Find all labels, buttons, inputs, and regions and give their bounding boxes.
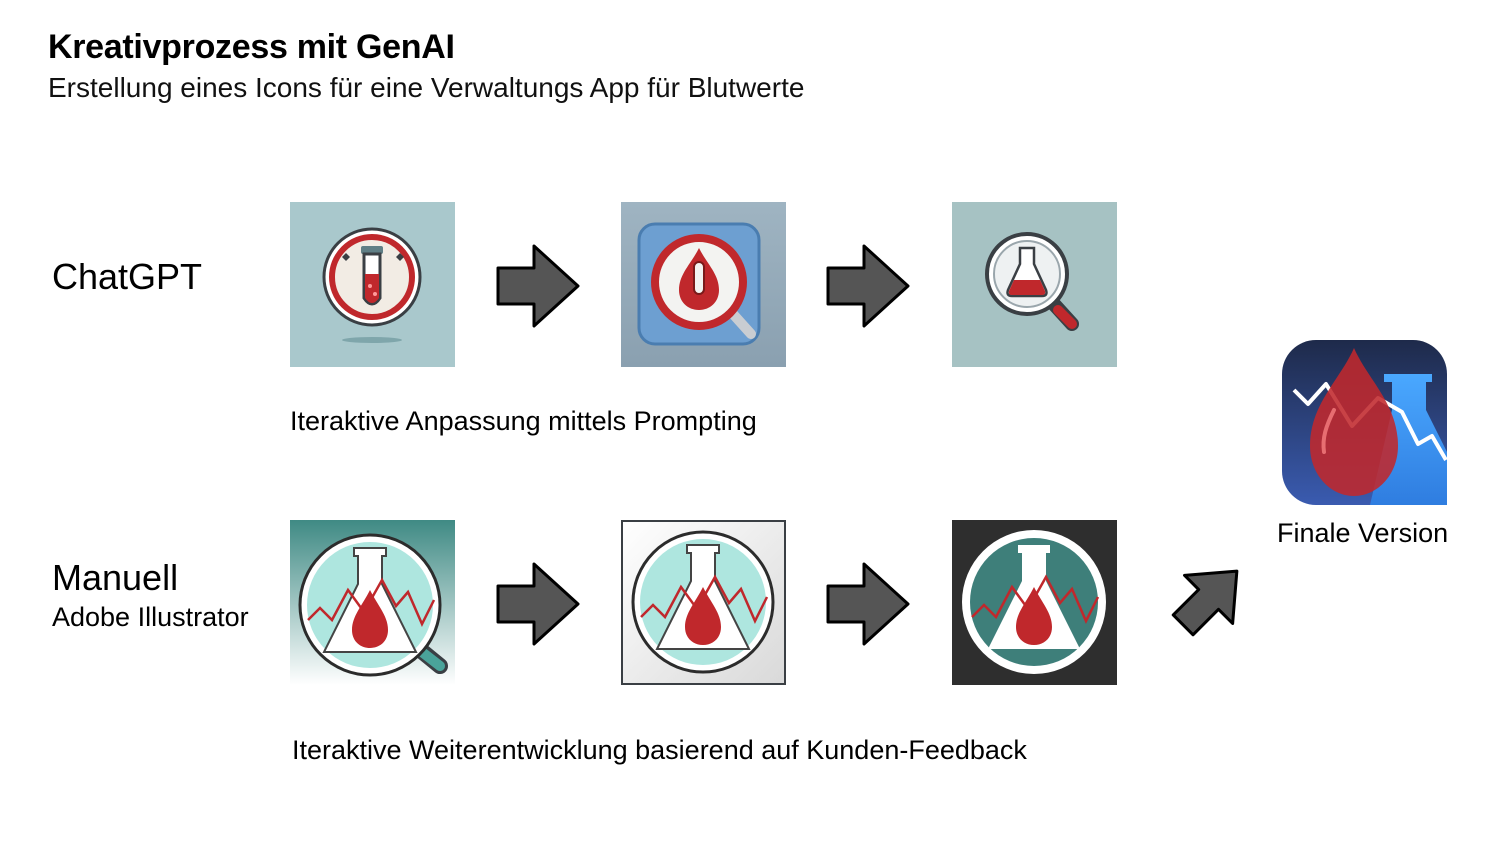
final-version-label: Finale Version bbox=[1277, 518, 1449, 548]
diagonal-up-right-arrow-icon bbox=[1171, 569, 1239, 637]
right-arrow-icon bbox=[826, 244, 910, 328]
manual-row-label: Manuell bbox=[52, 557, 179, 598]
final-version-icon bbox=[1282, 340, 1447, 505]
manual-icon-step-3 bbox=[952, 520, 1117, 685]
chatgpt-arrow-2 bbox=[826, 244, 910, 328]
manual-row-sublabel: Adobe Illustrator bbox=[52, 602, 249, 632]
chatgpt-icon-step-2 bbox=[621, 202, 786, 367]
blood-drop-flask-app-icon bbox=[1282, 340, 1447, 505]
chatgpt-icon-step-1 bbox=[290, 202, 455, 367]
chatgpt-icon-step-3 bbox=[952, 202, 1117, 367]
chatgpt-row-label: ChatGPT bbox=[52, 256, 203, 297]
final-arrow bbox=[1168, 556, 1252, 640]
chatgpt-caption: Iteraktive Anpassung mittels Prompting bbox=[290, 406, 757, 436]
right-arrow-icon bbox=[826, 562, 910, 646]
page-title: Kreativprozess mit GenAI bbox=[48, 28, 455, 66]
manual-icon-step-2 bbox=[621, 520, 786, 685]
right-arrow-icon bbox=[496, 244, 580, 328]
right-arrow-icon bbox=[496, 562, 580, 646]
manual-icon-step-1 bbox=[290, 520, 455, 685]
page-subtitle: Erstellung eines Icons für eine Verwaltu… bbox=[48, 72, 805, 103]
manual-arrow-2 bbox=[826, 562, 910, 646]
flask-chart-magnifier-icon bbox=[290, 520, 455, 685]
test-tube-badge-icon bbox=[290, 202, 455, 367]
flask-chart-framed-icon bbox=[621, 520, 786, 685]
blood-drop-magnifier-icon bbox=[621, 202, 786, 367]
flask-magnifier-icon bbox=[952, 202, 1117, 367]
chatgpt-arrow-1 bbox=[496, 244, 580, 328]
flask-chart-dark-icon bbox=[952, 520, 1117, 685]
manual-caption: Iteraktive Weiterentwicklung basierend a… bbox=[292, 735, 1027, 765]
manual-arrow-1 bbox=[496, 562, 580, 646]
